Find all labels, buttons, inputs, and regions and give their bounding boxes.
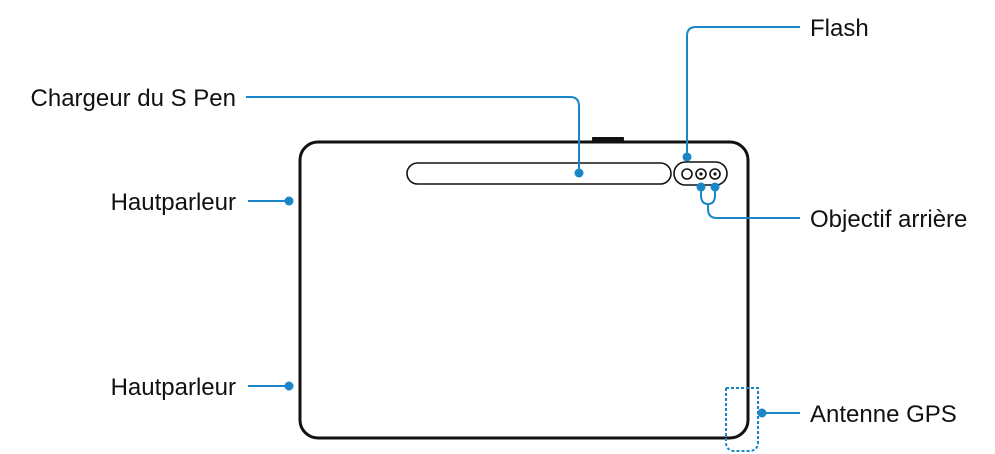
gps-antenna-area (725, 387, 759, 452)
rear-camera-lens-1 (695, 168, 707, 180)
s-pen-charger-label: Chargeur du S Pen (31, 85, 236, 112)
gps-antenna-label: Antenne GPS (810, 401, 957, 428)
flash-leader (686, 26, 800, 155)
speaker-top-dot (284, 196, 294, 206)
top-button (592, 137, 624, 143)
rear-camera-leader (700, 186, 800, 219)
rear-camera-dot-1 (696, 182, 706, 192)
flash-icon (681, 168, 693, 180)
tablet-body (298, 137, 759, 452)
callout-labels: Flash Chargeur du S Pen Hautparleur Obje… (31, 15, 968, 428)
flash-dot (682, 152, 692, 162)
tablet-outline (298, 140, 750, 440)
gps-antenna-dot (757, 408, 767, 418)
callout-lines (246, 26, 800, 414)
s-pen-charger-slot (406, 162, 672, 185)
rear-camera-dot-2 (710, 182, 720, 192)
callout-dots (284, 152, 767, 418)
rear-camera-label: Objectif arrière (810, 206, 967, 233)
speaker-bottom-label: Hautparleur (111, 374, 236, 401)
s-pen-charger-leader (246, 96, 580, 172)
flash-label: Flash (810, 15, 869, 42)
s-pen-charger-dot (574, 168, 584, 178)
speaker-bottom-dot (284, 381, 294, 391)
rear-camera-lens-2 (709, 168, 721, 180)
speaker-top-label: Hautparleur (111, 189, 236, 216)
